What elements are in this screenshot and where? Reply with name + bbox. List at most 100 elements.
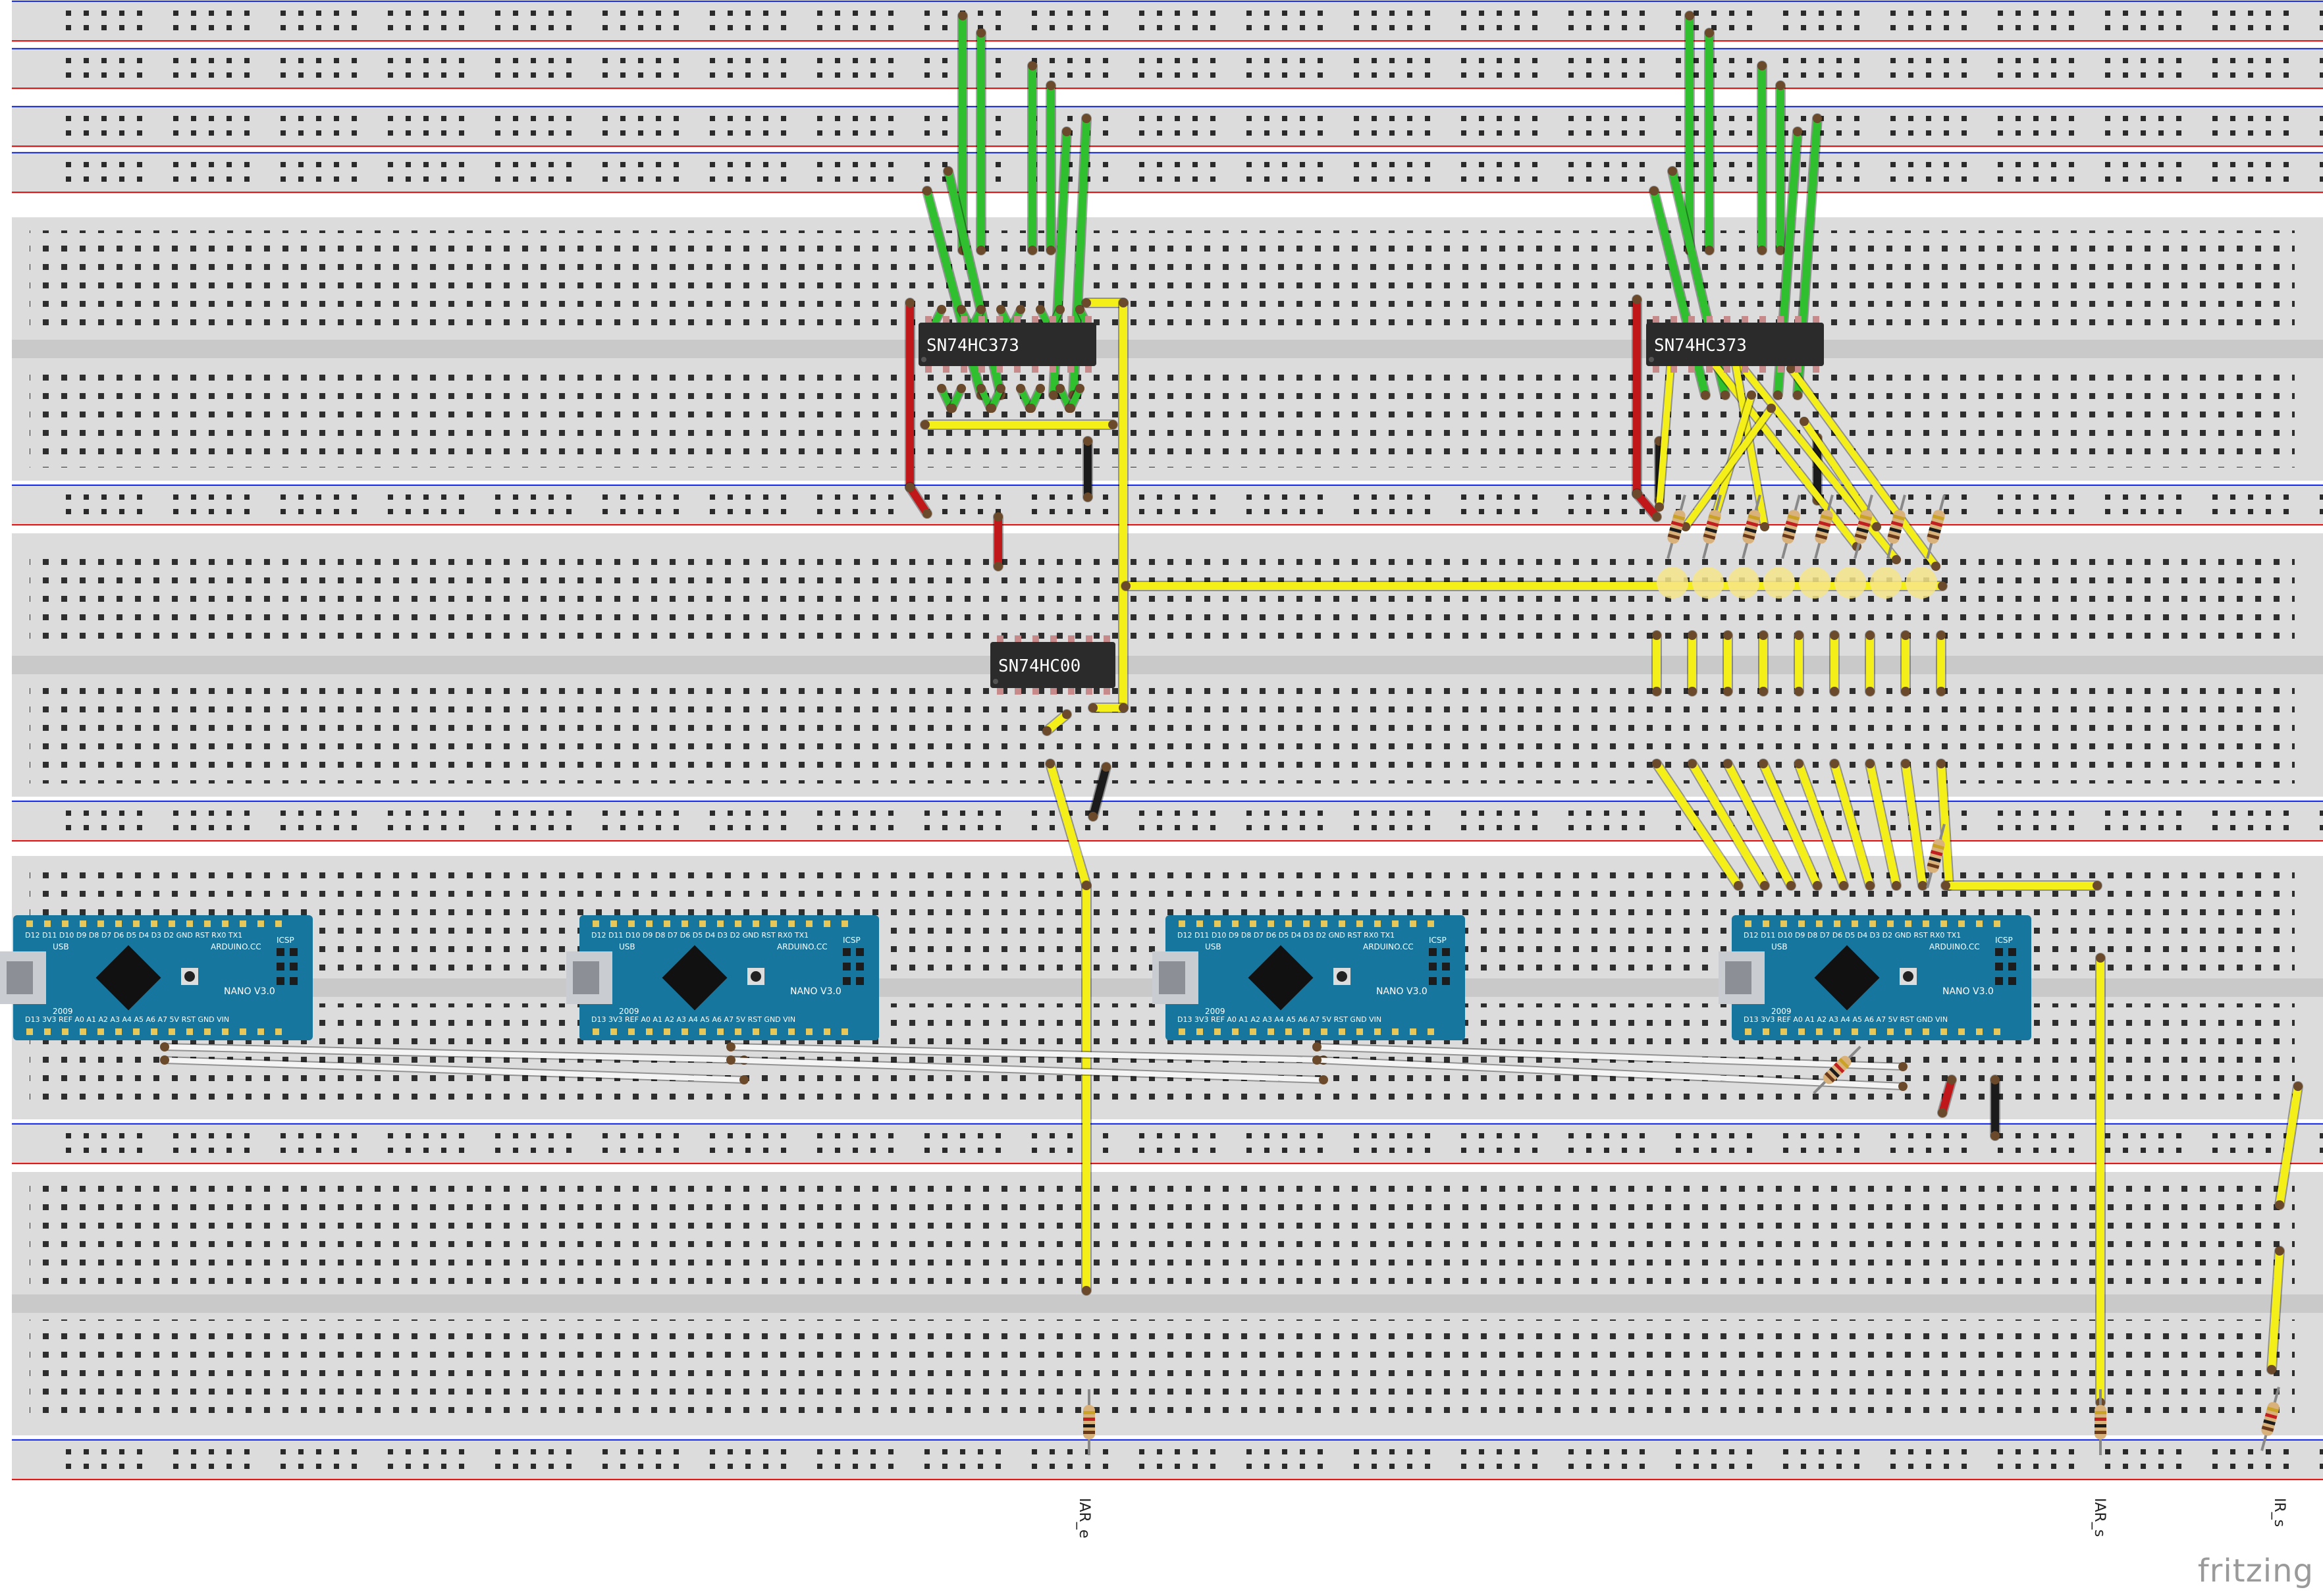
hole-grid-bottom	[30, 681, 2295, 784]
mcu-chip	[1248, 945, 1314, 1011]
rail-hole	[209, 58, 214, 63]
rail-hole	[1604, 176, 1609, 182]
rail-hole	[244, 1148, 250, 1153]
header-pin	[646, 1028, 653, 1035]
wire-end	[1794, 687, 1803, 696]
rail-hole	[2069, 509, 2074, 514]
rail-hole	[763, 11, 768, 16]
net-label-iar-s: IAR_s	[2091, 1498, 2108, 1537]
rail-hole	[84, 1133, 89, 1138]
rail-hole	[1318, 509, 1323, 514]
wire-end	[1088, 812, 1098, 821]
rail-hole	[548, 11, 554, 16]
rail-hole	[1676, 11, 1681, 16]
rail-hole	[513, 1449, 518, 1454]
rail-hole	[1854, 1148, 1859, 1153]
rail-hole	[298, 509, 304, 514]
rail-hole	[406, 162, 411, 167]
rail-hole	[2123, 811, 2128, 816]
rail-hole	[352, 72, 357, 78]
rail-hole	[1694, 25, 1699, 30]
rail-hole	[1192, 1464, 1198, 1469]
rail-hole	[1640, 11, 1645, 16]
rail-hole	[942, 1464, 948, 1469]
rail-hole	[745, 811, 751, 816]
rail-hole	[423, 1464, 429, 1469]
rail-hole	[1479, 11, 1484, 16]
rail-hole	[996, 811, 1001, 816]
rail-hole	[1050, 1449, 1055, 1454]
rail-hole	[1139, 25, 1144, 30]
rail-hole	[2158, 116, 2164, 121]
rail-hole	[2051, 11, 2056, 16]
led	[1692, 567, 1724, 598]
rail-hole	[2016, 130, 2021, 136]
chip-pin	[1670, 316, 1677, 323]
rail-hole	[870, 116, 876, 121]
rail-hole	[1497, 162, 1502, 167]
icsp-pin	[277, 963, 284, 971]
resistor-band	[1889, 527, 1902, 534]
rail-hole	[1908, 1464, 1913, 1469]
rail-hole	[1747, 1148, 1752, 1153]
rail-hole	[1103, 11, 1108, 16]
rail-hole	[101, 825, 107, 830]
rail-hole	[1640, 72, 1645, 78]
rail-hole	[1067, 58, 1073, 63]
rail-hole	[2123, 72, 2128, 78]
rail-hole	[1479, 162, 1484, 167]
header-pin	[1356, 920, 1363, 927]
rail-hole	[191, 130, 196, 136]
bottom-pin-labels: D13 3V3 REF A0 A1 A2 A3 A4 A5 A6 A7 5V R…	[25, 1015, 229, 1024]
rail-hole	[1711, 825, 1717, 830]
rail-hole	[2158, 58, 2164, 63]
rail-hole	[119, 825, 124, 830]
rail-hole	[996, 130, 1001, 136]
rail-hole	[1067, 116, 1073, 121]
rail-hole	[2141, 1464, 2146, 1469]
rail-hole	[602, 509, 608, 514]
rail-hole	[1354, 1133, 1359, 1138]
rail-hole	[1157, 494, 1162, 500]
rail-hole	[1819, 58, 1824, 63]
rail-hole	[566, 494, 572, 500]
rail-hole	[423, 509, 429, 514]
resistor-band	[1857, 520, 1871, 527]
rail-hole	[1854, 162, 1859, 167]
rail-hole	[334, 162, 339, 167]
rail-hole	[548, 176, 554, 182]
rail-hole	[781, 176, 786, 182]
rail-hole	[1282, 1148, 1287, 1153]
header-pin	[1834, 920, 1840, 927]
rail-hole	[1461, 25, 1466, 30]
wire-end	[976, 384, 986, 393]
arduino-nano: D12 D11 D10 D9 D8 D7 D6 D5 D4 D3 D2 GND …	[1152, 915, 1465, 1040]
rail-hole	[1514, 130, 1520, 136]
rail-hole	[1604, 25, 1609, 30]
rail-hole	[566, 58, 572, 63]
rail-hole	[602, 58, 608, 63]
rail-hole	[2051, 494, 2056, 500]
wire-end	[1655, 502, 1664, 512]
rail-hole	[2123, 1464, 2128, 1469]
rail-hole	[137, 25, 142, 30]
rail-hole	[853, 72, 858, 78]
rail-hole	[1711, 162, 1717, 167]
rail-hole	[763, 130, 768, 136]
rail-hole	[996, 116, 1001, 121]
rail-hole	[817, 162, 822, 167]
rail-hole	[84, 1464, 89, 1469]
rail-hole	[1067, 162, 1073, 167]
header-pin	[1250, 920, 1256, 927]
header-pin	[1816, 920, 1823, 927]
rail-hole	[1586, 58, 1591, 63]
rail-hole	[1783, 1464, 1788, 1469]
rail-hole	[978, 509, 983, 514]
rail-hole	[1532, 130, 1537, 136]
rail-hole	[227, 825, 232, 830]
rail-hole	[1175, 116, 1180, 121]
rail-hole	[1622, 1464, 1627, 1469]
wire-end	[937, 384, 946, 393]
year-label: 2009	[1771, 1007, 1792, 1016]
rail-hole	[656, 58, 661, 63]
